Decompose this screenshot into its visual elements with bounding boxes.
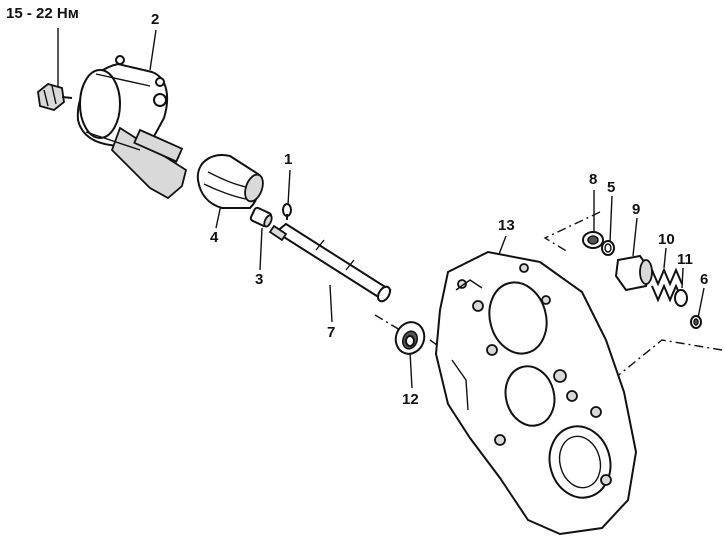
plug-part-9 (614, 254, 653, 292)
callout-9: 9 (632, 201, 641, 218)
callout-3: 3 (255, 271, 264, 288)
spring-part-10 (651, 267, 683, 303)
case-part-13 (434, 250, 638, 536)
callout-11: 11 (677, 251, 693, 268)
boot-part-4 (196, 154, 264, 209)
callout-4: 4 (210, 229, 219, 246)
bushing-part-3 (249, 206, 273, 228)
callout-1: 1 (284, 151, 293, 168)
callout-5: 5 (607, 179, 616, 196)
callout-10: 10 (658, 231, 675, 248)
bolt-part (37, 83, 73, 111)
callout-8: 8 (589, 171, 598, 188)
callout-2: 2 (151, 11, 160, 28)
washer-part-8 (582, 231, 604, 249)
shaft-part-7 (268, 222, 392, 303)
callout-13: 13 (498, 217, 515, 234)
callout-6: 6 (700, 271, 709, 288)
torque-spec-label: 15 - 22 Нм (6, 5, 79, 22)
callout-7: 7 (327, 324, 336, 341)
oring-part-5 (601, 240, 615, 256)
clip-part-1 (282, 203, 292, 220)
callout-12: 12 (402, 391, 419, 408)
housing-part-2 (76, 55, 188, 200)
snap-ring-part-6 (690, 315, 702, 329)
seal-part-12 (394, 321, 426, 355)
retainer-part-11 (674, 289, 688, 307)
